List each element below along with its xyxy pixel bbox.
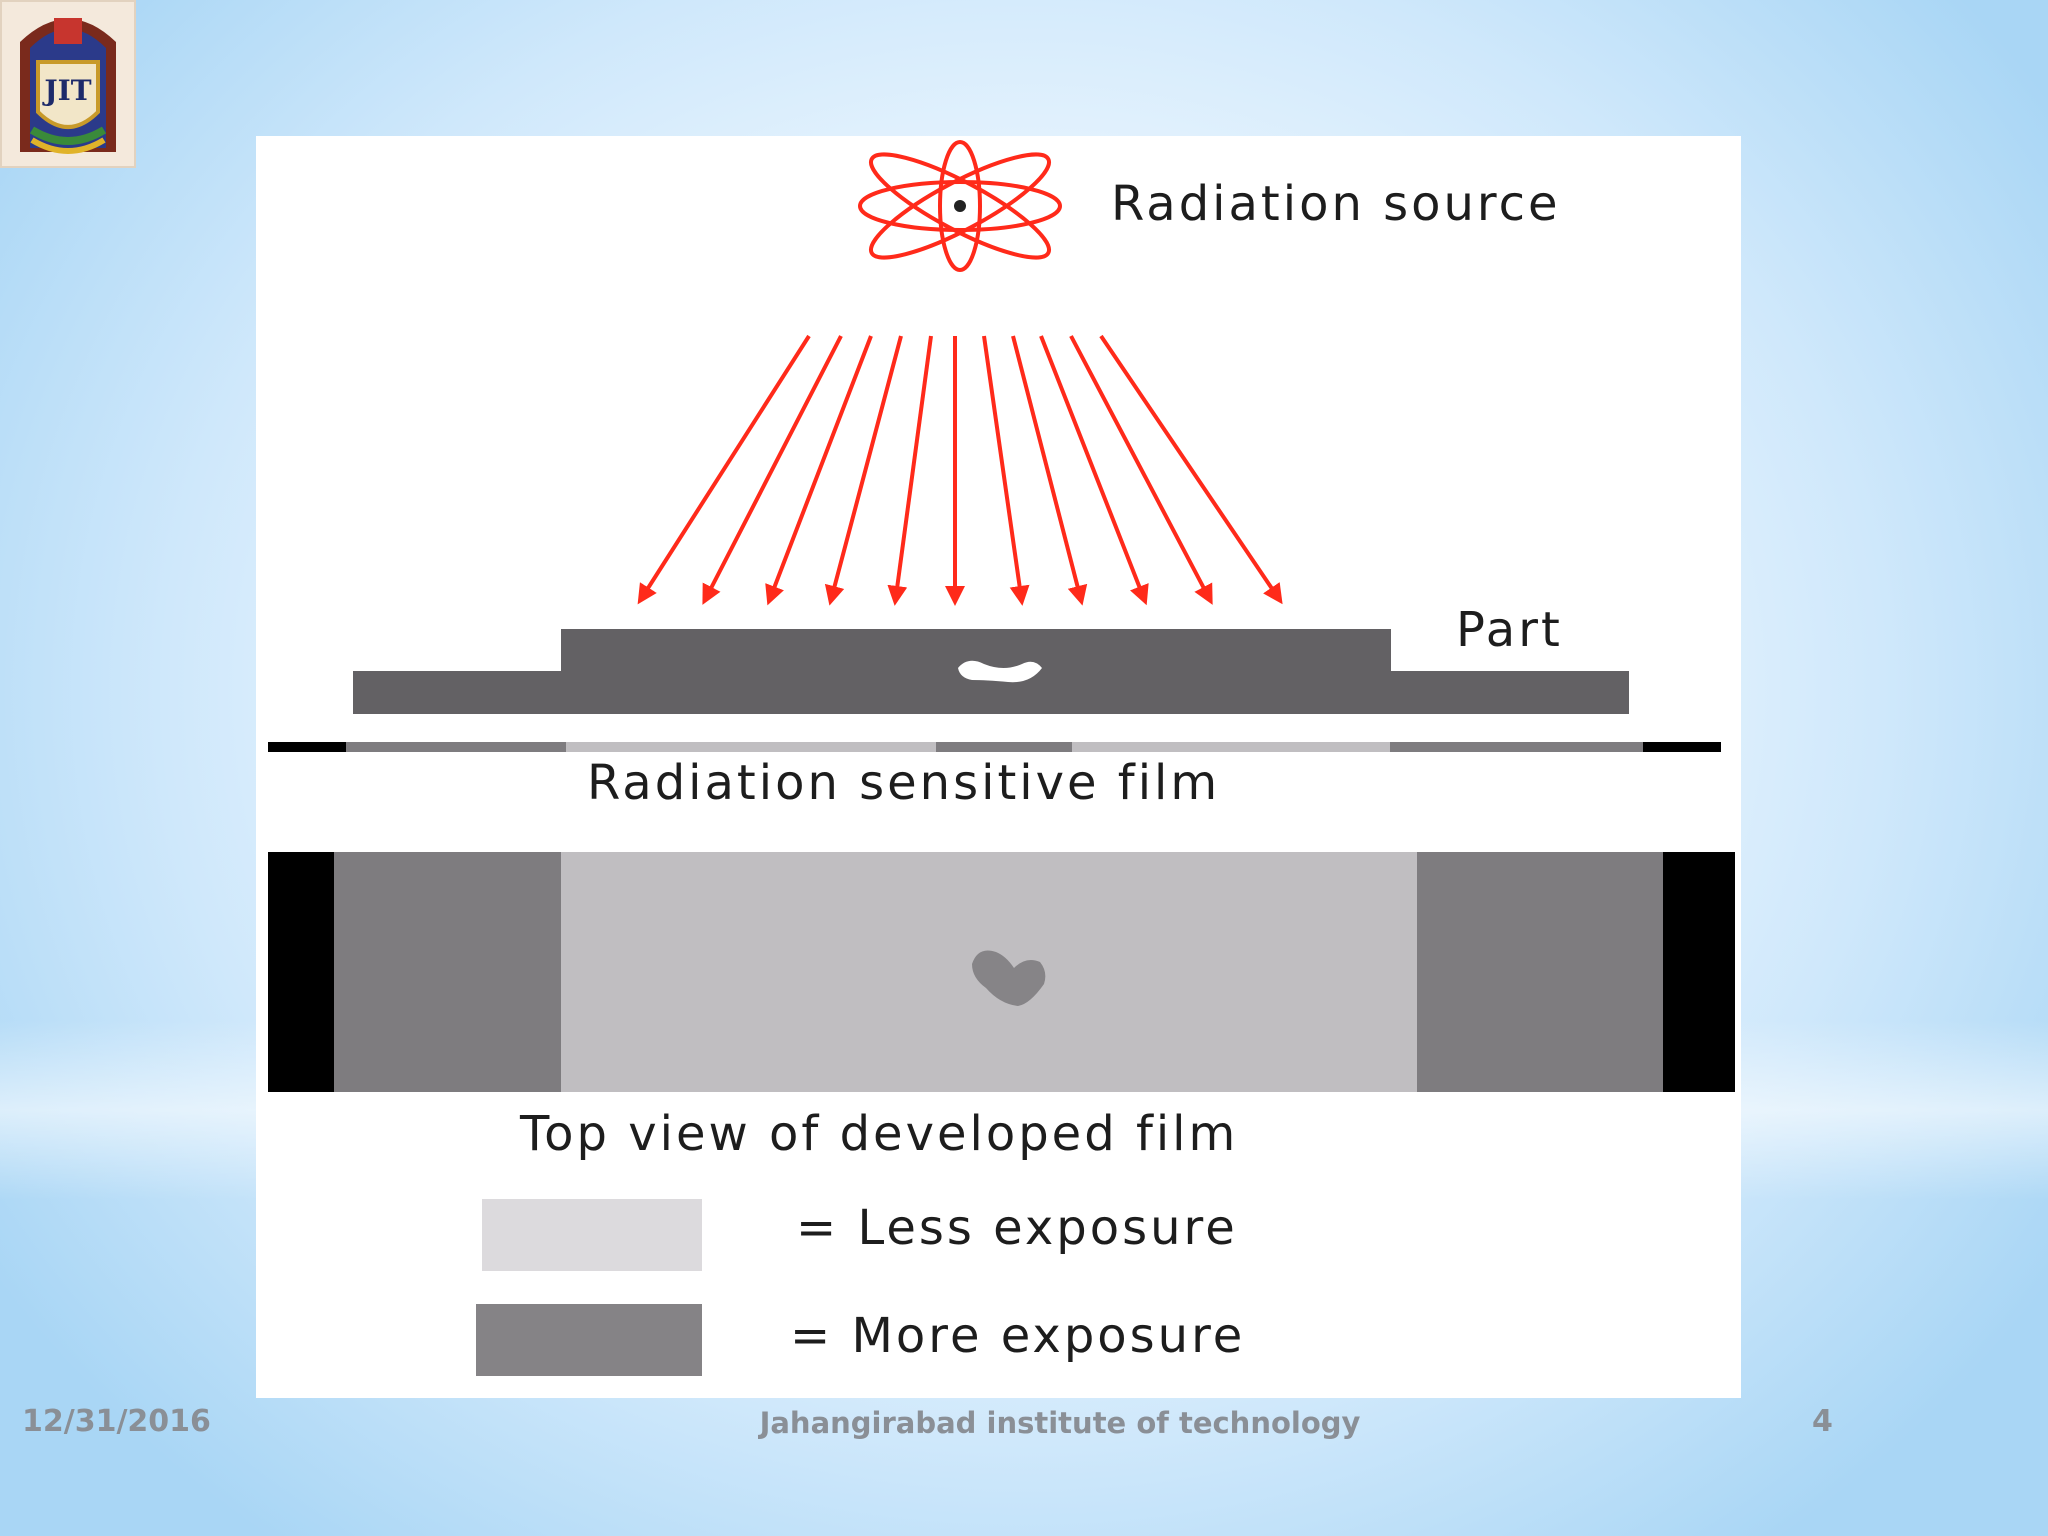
institution-logo: JIT (0, 0, 136, 168)
legend-swatch-less (482, 1199, 702, 1271)
part-label: Part (1456, 602, 1563, 658)
developed-film-top-view (268, 852, 1735, 1092)
defect-image (972, 950, 1046, 1006)
page-number: 4 (1812, 1404, 1833, 1439)
legend-label-more: = More exposure (790, 1308, 1245, 1364)
logo-text: JIT (41, 74, 91, 107)
footer-institution: Jahangirabad institute of technology (759, 1406, 1361, 1440)
legend: = Less exposure = More exposure (476, 1199, 1245, 1376)
radiation-source-label: Radiation source (1111, 176, 1561, 232)
radiation-film-side (268, 742, 1721, 752)
radiation-rays (637, 334, 1283, 606)
top-view-label: Top view of developed film (519, 1106, 1238, 1162)
radiation-source-icon (858, 140, 1062, 272)
radiography-diagram: Radiation source Part (256, 136, 1741, 1398)
defect-void (958, 660, 1042, 683)
film-label: Radiation sensitive film (587, 755, 1220, 811)
legend-swatch-more (476, 1304, 702, 1376)
footer-date: 12/31/2016 (22, 1404, 211, 1439)
part (353, 629, 1629, 714)
diagram-svg: Radiation source Part (268, 140, 1735, 1376)
legend-label-less: = Less exposure (796, 1200, 1238, 1256)
